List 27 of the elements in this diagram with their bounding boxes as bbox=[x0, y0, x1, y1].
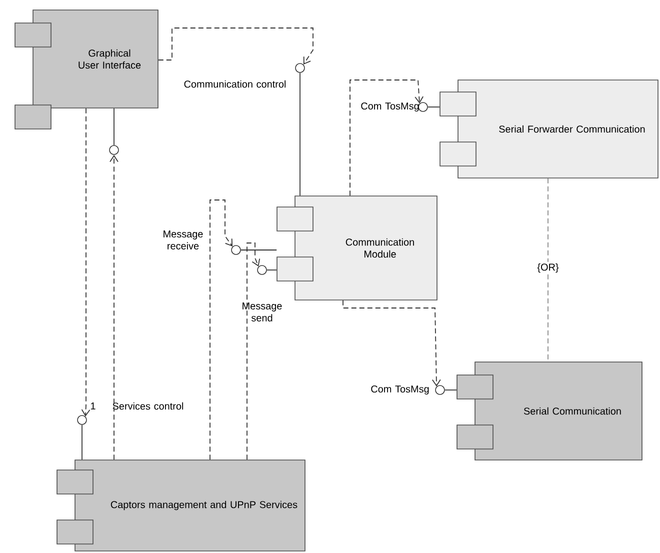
edge-label: {OR} bbox=[537, 263, 559, 273]
dependency-arrow bbox=[246, 242, 260, 460]
interface-label: 1 bbox=[91, 402, 96, 410]
interface-label: Services control bbox=[112, 402, 184, 410]
interface-ball bbox=[257, 265, 267, 275]
interface-label: Communication control bbox=[184, 80, 286, 88]
component-box: Serial Communication bbox=[456, 362, 642, 460]
interface-ball bbox=[295, 63, 305, 73]
interface-ball bbox=[435, 385, 445, 395]
dependency-arrow bbox=[210, 200, 233, 460]
dependency-arrow bbox=[350, 80, 424, 196]
interface-label: Message receive bbox=[164, 230, 203, 250]
interface-ball bbox=[418, 102, 428, 112]
interface-ball bbox=[77, 415, 87, 425]
component-box: Serial Forwarder Communication bbox=[440, 80, 658, 178]
dependency-arrow bbox=[342, 300, 441, 387]
interface-ball bbox=[109, 145, 119, 155]
dependency-arrow bbox=[110, 154, 118, 460]
interface-label: Com TosMsg bbox=[371, 385, 429, 394]
connector-line bbox=[427, 106, 440, 108]
component-box: Communication Module bbox=[276, 196, 438, 300]
component-box: Captors management and UPnP Services bbox=[56, 460, 306, 552]
interface-label: Message send bbox=[242, 302, 282, 322]
component-box: Graphical User Interface bbox=[14, 10, 158, 130]
dependency-arrow bbox=[81, 108, 90, 417]
dependency-arrow bbox=[158, 28, 314, 65]
interface-ball bbox=[231, 245, 241, 255]
